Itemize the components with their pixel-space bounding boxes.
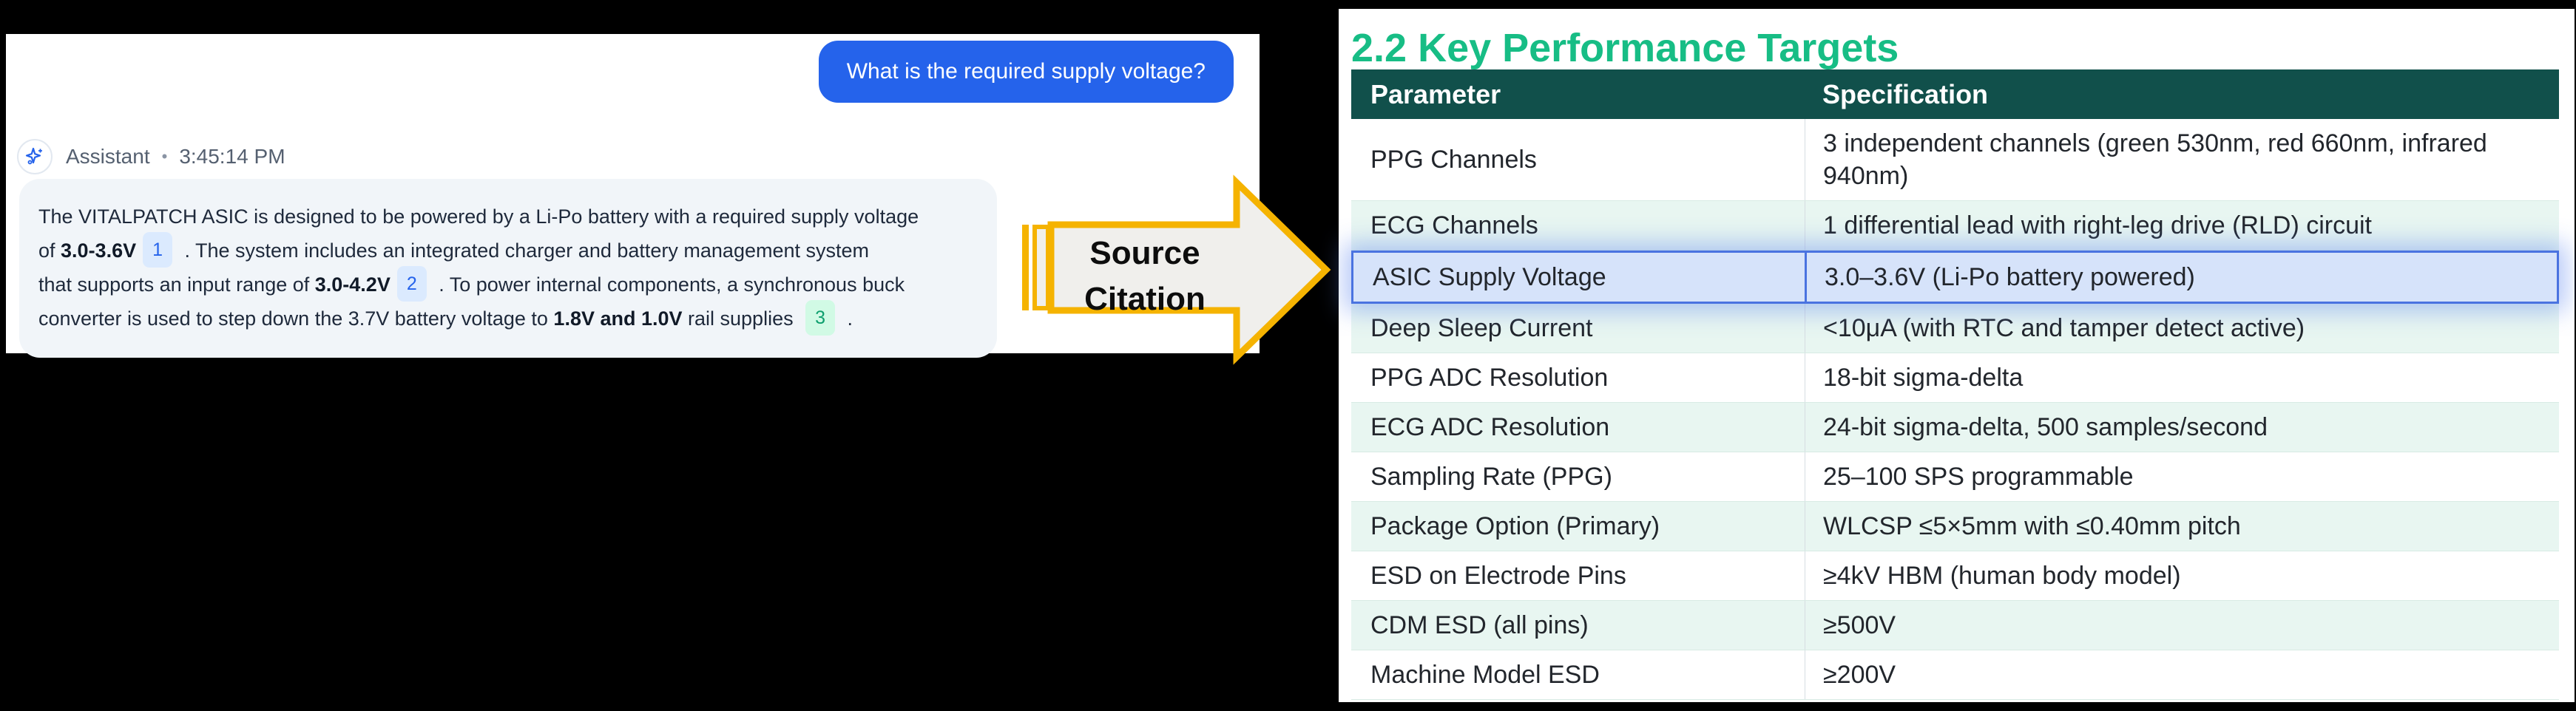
timestamp: 3:45:14 PM (179, 145, 285, 168)
table-header-row: Parameter Specification (1351, 69, 2559, 119)
document-panel: 2.2 Key Performance Targets Parameter Sp… (1339, 9, 2575, 702)
cell-specification: 3 independent channels (green 530nm, red… (1805, 119, 2559, 200)
sparkle-icon (25, 147, 42, 165)
assistant-message-line: The VITALPATCH ASIC is designed to be po… (38, 200, 975, 234)
spec-table: Parameter Specification PPG Channels 3 in… (1351, 69, 2559, 700)
table-row: PPG Channels 3 independent channels (gree… (1351, 119, 2559, 201)
table-row: Machine Model ESD ≥200V (1351, 650, 2559, 700)
cell-parameter: Machine Model ESD (1370, 661, 1600, 689)
cell-specification: ≥200V (1805, 650, 2559, 699)
table-row: ESD on Electrode Pins ≥4kV HBM (human bod… (1351, 551, 2559, 601)
cell-parameter: Package Option (Primary) (1370, 512, 1660, 540)
cell-parameter: PPG Channels (1370, 146, 1537, 174)
cell-specification: ≥4kV HBM (human body model) (1805, 551, 2559, 600)
arrow-tail-bar (1022, 225, 1029, 310)
message-text-bold: 1.8V and 1.0V (553, 307, 683, 330)
arrow-tail-bar (1032, 225, 1050, 310)
citation-badge-1[interactable]: 1 (143, 232, 173, 268)
message-text: . To power internal components, a synchr… (433, 273, 905, 296)
cell-parameter: ESD on Electrode Pins (1370, 562, 1626, 590)
table-row: Deep Sleep Current <10μA (with RTC and ta… (1351, 304, 2559, 353)
cell-specification: 18-bit sigma-delta (1805, 353, 2559, 402)
table-row: ECG Channels 1 differential lead with rig… (1351, 201, 2559, 251)
arrow-label-line1: Source (1089, 235, 1200, 271)
message-text: converter is used to step down the 3.7V … (38, 307, 554, 330)
column-header-parameter: Parameter (1370, 78, 1501, 109)
table-row: Package Option (Primary) WLCSP ≤5×5mm wit… (1351, 502, 2559, 551)
cell-parameter: CDM ESD (all pins) (1370, 611, 1589, 639)
table-row: ECG ADC Resolution 24-bit sigma-delta, 50… (1351, 403, 2559, 452)
cell-specification: <10μA (with RTC and tamper detect active… (1805, 304, 2559, 353)
assistant-meta-row: Assistant • 3:45:14 PM (17, 139, 285, 174)
cell-specification: 3.0–3.6V (Li-Po battery powered) (1805, 251, 2559, 304)
message-text: of (38, 239, 61, 262)
cell-specification: WLCSP ≤5×5mm with ≤0.40mm pitch (1805, 502, 2559, 551)
assistant-message-line: that supports an input range of 3.0-4.2V… (38, 266, 975, 302)
table-row: CDM ESD (all pins) ≥500V (1351, 601, 2559, 650)
cell-specification: 24-bit sigma-delta, 500 samples/second (1805, 403, 2559, 452)
table-row: PPG ADC Resolution 18-bit sigma-delta (1351, 353, 2559, 403)
chat-panel: What is the required supply voltage? Ass… (6, 34, 1260, 358)
source-citation-arrow: Source Citation (1022, 174, 1331, 365)
message-text: . (842, 307, 853, 330)
column-header-specification: Specification (1822, 78, 1989, 109)
message-text: that supports an input range of (38, 273, 315, 296)
citation-badge-2[interactable]: 2 (396, 266, 427, 302)
message-text: . The system includes an integrated char… (179, 239, 870, 262)
avatar (17, 139, 53, 174)
cell-parameter: ASIC Supply Voltage (1351, 251, 1805, 304)
user-message-text: What is the required supply voltage? (846, 59, 1206, 84)
message-text: rail supplies (682, 307, 799, 330)
user-message-bubble: What is the required supply voltage? (818, 41, 1234, 103)
citation-badge-3[interactable]: 3 (805, 300, 835, 336)
assistant-message-line: converter is used to step down the 3.7V … (38, 300, 975, 336)
table-row: Sampling Rate (PPG) 25–100 SPS programmab… (1351, 452, 2559, 502)
cell-parameter: Sampling Rate (PPG) (1370, 463, 1612, 491)
cell-parameter: ECG Channels (1370, 211, 1538, 239)
message-text-bold: 3.0-3.6V (61, 239, 137, 262)
section-title: 2.2 Key Performance Targets (1351, 26, 1899, 70)
assistant-message-line: of 3.0-3.6V 1 . The system includes an in… (38, 232, 975, 268)
meta-separator: • (161, 147, 168, 166)
assistant-name: Assistant (66, 145, 150, 168)
message-text-bold: 3.0-4.2V (314, 273, 391, 296)
cell-specification: 25–100 SPS programmable (1805, 452, 2559, 501)
cell-specification: ≥500V (1805, 601, 2559, 650)
cell-parameter: Deep Sleep Current (1370, 314, 1593, 342)
arrow-label-line2: Citation (1084, 281, 1206, 317)
message-text: The VITALPATCH ASIC is designed to be po… (38, 205, 919, 228)
cell-specification: 1 differential lead with right-leg drive… (1805, 201, 2559, 250)
cell-parameter: ECG ADC Resolution (1370, 413, 1610, 441)
cell-parameter: PPG ADC Resolution (1370, 364, 1609, 392)
assistant-message-bubble: The VITALPATCH ASIC is designed to be po… (19, 179, 997, 358)
arrow-shape (1047, 174, 1331, 365)
